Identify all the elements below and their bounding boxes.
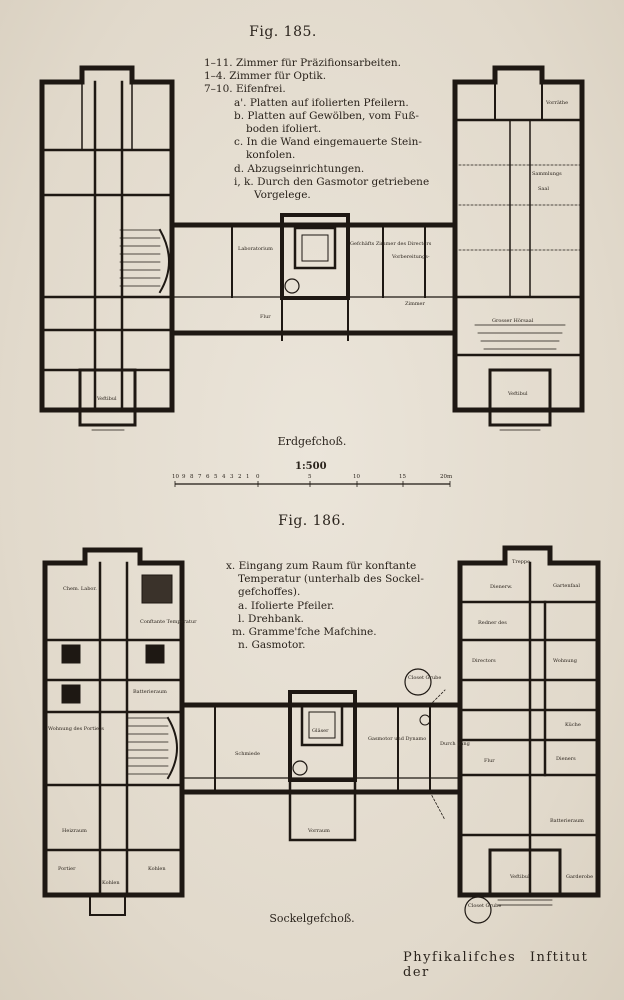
room-label: Portier [58, 866, 76, 872]
room-label: Garderobe [566, 874, 593, 880]
room-label: Wohnung des Portiers [48, 726, 104, 732]
room-label: Treppe [512, 559, 530, 565]
legend-line: a'. Platten auf ifolierten Pfeilern. [234, 96, 409, 109]
scale-tick: 4 [222, 474, 226, 480]
room-label: Batterieraum [133, 689, 167, 695]
scale-tick: 6 [206, 474, 210, 480]
scale-tick: 1 [246, 474, 250, 480]
legend-line: m. Gramme'fche Mafchine. [232, 626, 377, 639]
room-label: Chem. Labor. [63, 586, 97, 592]
legend-line: Temperatur (unterhalb des Sockel- [238, 573, 424, 586]
room-label: Schmiede [235, 751, 260, 757]
scale-tick: 9 [182, 474, 186, 480]
legend-line: x. Eingang zum Raum für konftante [226, 560, 417, 572]
running-text: Phyfikalifches Inftitut der [403, 950, 589, 980]
legend-line: konfolen. [246, 149, 296, 162]
room-label: Zimmer [405, 301, 426, 307]
scale-bar: 10 9 8 7 6 5 4 3 2 1 0 5 10 15 20m [172, 474, 453, 487]
scale-tick: 5 [308, 474, 312, 480]
legend-line: gefchoffes). [238, 586, 301, 599]
legend-line: i, k. Durch den Gasmotor getriebene [234, 175, 430, 188]
legend-line: boden ifoliert. [246, 123, 322, 136]
fig186-title: Fig. 186. [278, 513, 346, 529]
room-label: Wohnung [553, 658, 578, 664]
room-label: Kohlen [148, 866, 166, 872]
room-label: Conftante Temperatur [140, 619, 197, 625]
room-label: Flur [484, 758, 495, 764]
room-label: Vorräthe [545, 100, 568, 106]
fig186-legend: x. Eingang zum Raum für konftante Temper… [226, 560, 424, 652]
scale-tick: 10 [172, 474, 179, 480]
room-label: Gläser [312, 728, 329, 734]
scale-tick: 5 [214, 474, 218, 480]
room-label: Gartenfaal [553, 583, 580, 589]
room-label: Closet Grube [468, 903, 501, 909]
fig186-caption: Sockelgefchoß. [269, 912, 355, 925]
room-label: Batterieraum [550, 818, 584, 824]
scale-tick: 15 [399, 474, 406, 480]
room-label: Gefchäfts Zimmer des Directors [350, 241, 432, 247]
room-label: Grosser Hörsaal [492, 318, 534, 324]
legend-line: 7–10. Eifenfrei. [204, 83, 286, 96]
scale-tick: 10 [353, 474, 360, 480]
scale-tick: 20m [440, 474, 453, 480]
room-label: Durch gang [440, 741, 471, 747]
room-label: Saal [538, 186, 549, 192]
scale-tick: 8 [190, 474, 194, 480]
fig185-title: Fig. 185. [249, 24, 317, 40]
room-label: Küche [565, 722, 581, 728]
legend-line: 1–4. Zimmer für Optik. [204, 70, 327, 83]
room-label: Kohlen [102, 880, 120, 886]
fig185-caption: Erdgefchoß. [277, 435, 347, 448]
legend-line: c. In die Wand eingemauerte Stein- [234, 136, 422, 149]
room-label: Veftibul [509, 874, 530, 880]
room-label: Veftibul [96, 396, 117, 402]
room-label: Dienerw. [490, 584, 513, 590]
room-label: Directors [472, 658, 496, 664]
room-label: Vorbereitungs- [391, 254, 430, 260]
room-label: Closet Grube [408, 675, 441, 681]
legend-line: l. Drehbank. [238, 612, 304, 625]
room-label: Veftibul [507, 391, 528, 397]
room-label: Heizraum [62, 828, 87, 834]
scale-label: 1:500 [295, 461, 327, 472]
legend-line: 1–11. Zimmer für Präzifionsarbeiten. [204, 57, 401, 69]
fig185-legend: 1–11. Zimmer für Präzifionsarbeiten. 1–4… [204, 57, 429, 202]
legend-line: Vorgelege. [254, 189, 311, 202]
scale-tick: 0 [256, 474, 260, 480]
fig185-floor-plan: Veftibul Laboratorium Flur Gefchäfts Zim… [39, 65, 585, 431]
room-label: Gasmotor und Dynamo [368, 736, 426, 742]
legend-line: a. Ifolierte Pfeiler. [238, 599, 335, 612]
legend-line: d. Abzugseinrichtungen. [234, 162, 365, 175]
room-label: Flur [260, 314, 271, 320]
room-label: Dieners [556, 756, 576, 762]
scale-tick: 3 [230, 474, 234, 480]
room-label: Vorraum [307, 828, 330, 834]
scale-tick: 7 [198, 474, 202, 480]
scale-tick: 2 [238, 474, 242, 480]
room-label: Redner des [478, 620, 507, 626]
room-label: Sammlungs [532, 171, 562, 177]
legend-line: b. Platten auf Gewölben, vom Fuß- [234, 109, 419, 122]
room-label: Laboratorium [238, 246, 273, 252]
legend-line: n. Gasmotor. [238, 639, 306, 652]
